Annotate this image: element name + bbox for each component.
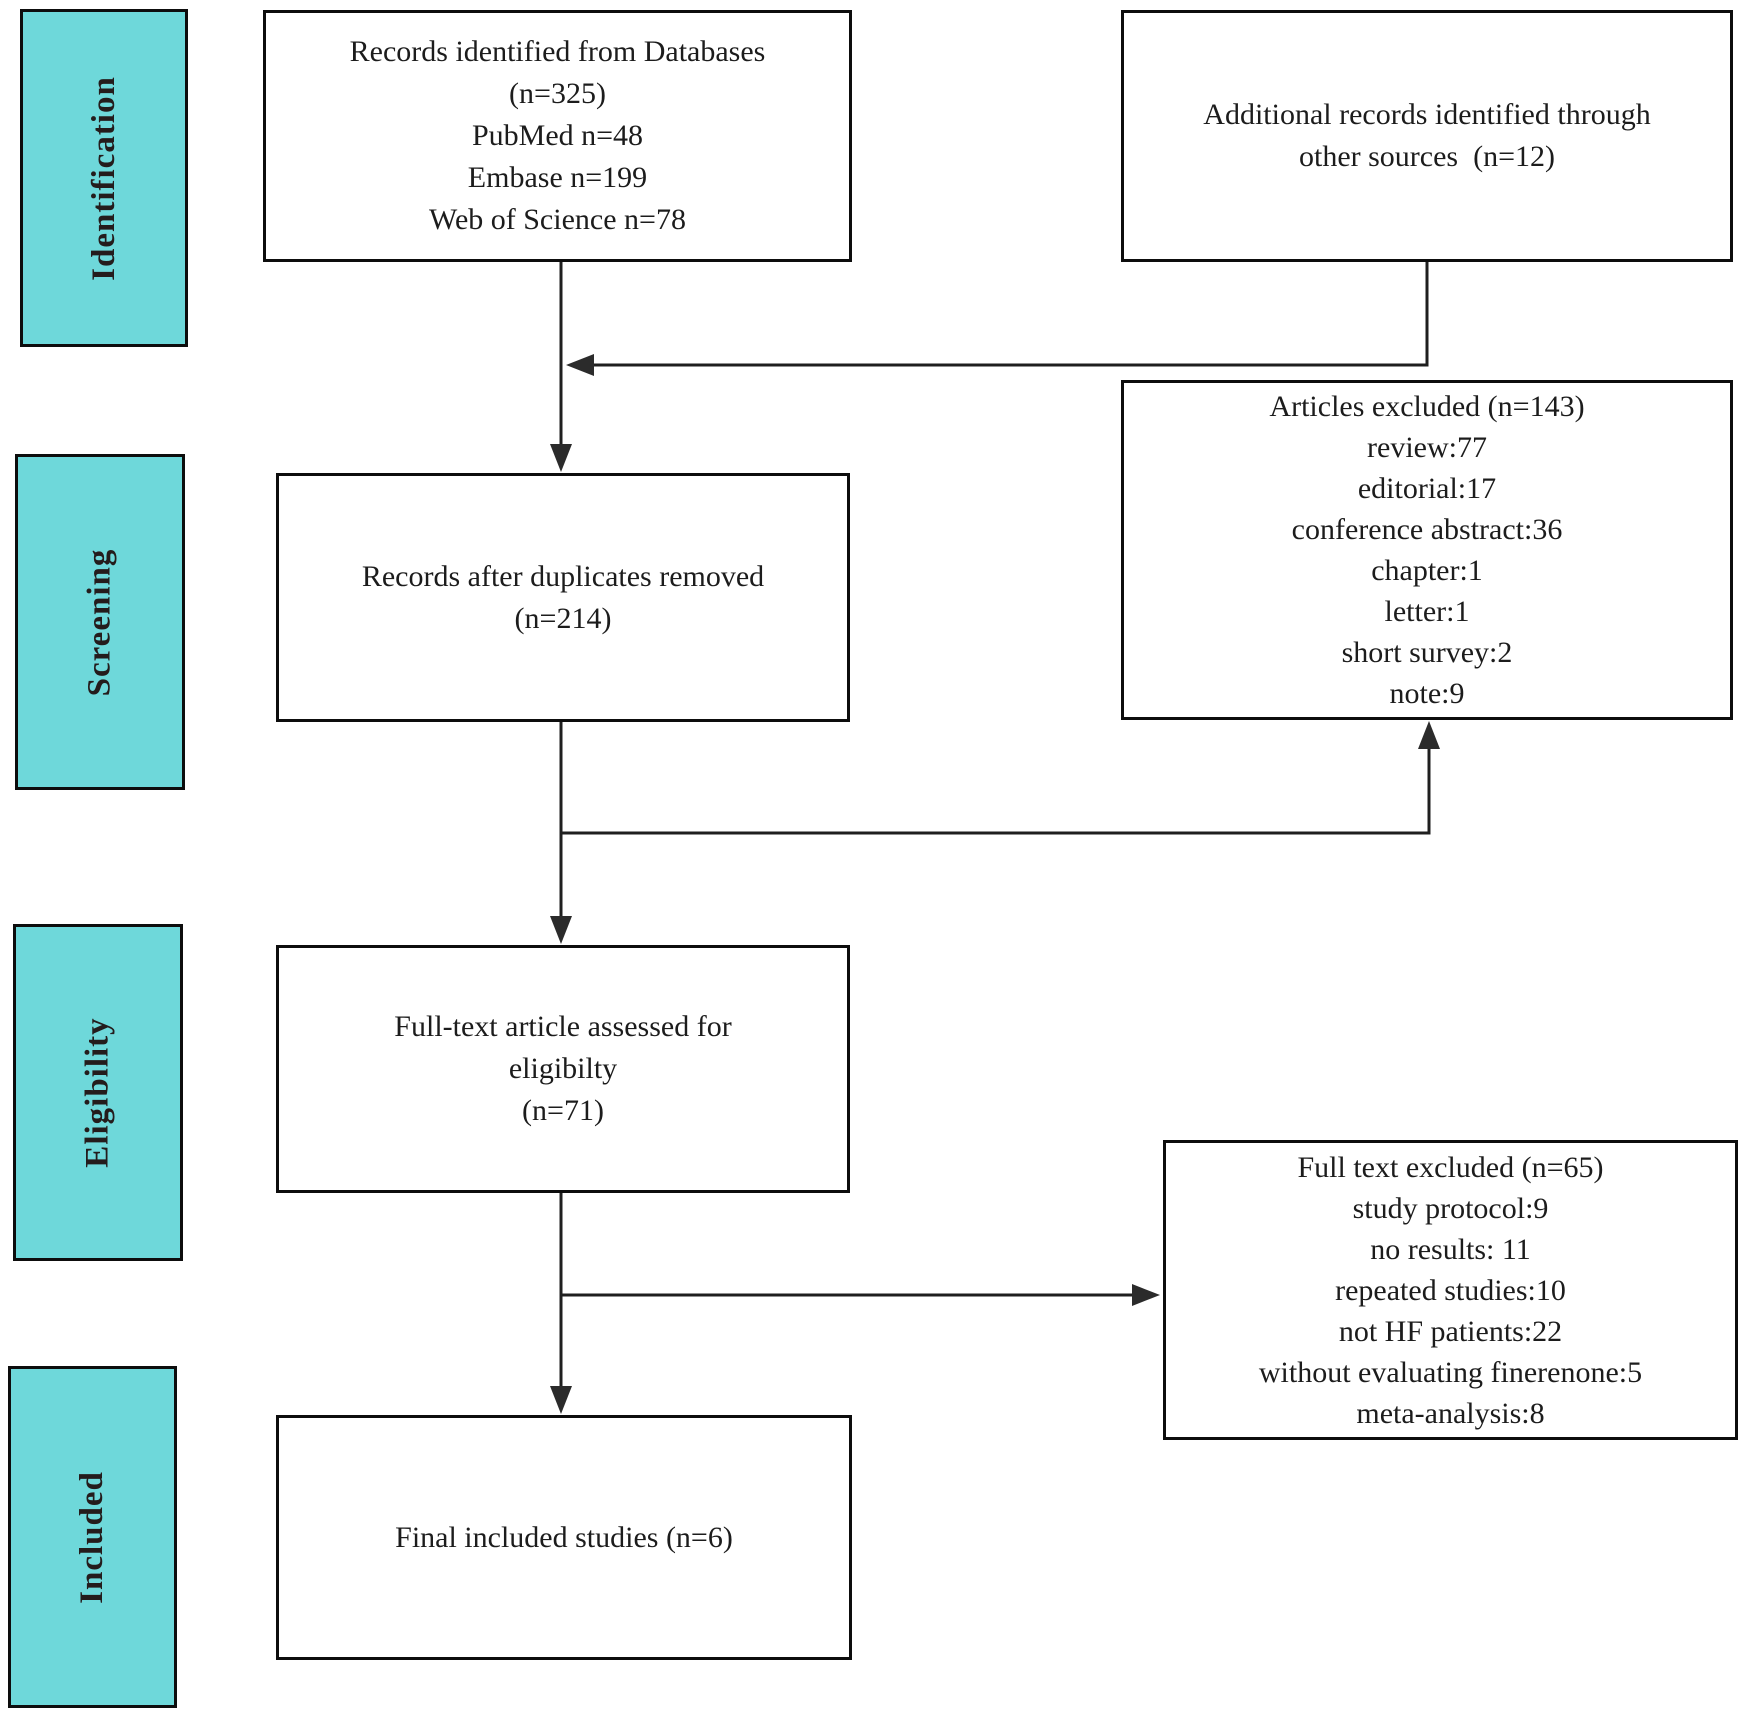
node-line: Embase n=199 [467,161,648,194]
node-line: short survey:2 [1341,636,1513,669]
node-line: study protocol:9 [1352,1191,1549,1225]
node-line: letter:1 [1384,595,1470,628]
node-line: note:9 [1389,677,1465,710]
node-line: without evaluating finerenone:5 [1258,1355,1643,1389]
node-line: other sources (n=12) [1298,140,1555,173]
node-line: editorial:17 [1357,472,1497,505]
node-line: eligibilty [508,1052,618,1085]
node-line: (n=71) [522,1094,604,1127]
node-line: Full text excluded (n=65) [1297,1150,1604,1184]
node-line: no results: 11 [1370,1232,1531,1266]
node-line: Records after duplicates removed [361,559,765,593]
node-fulltext-excluded: Full text excluded (n=65) study protocol… [1163,1140,1738,1440]
stage-eligibility: Eligibility [13,924,183,1261]
node-duplicates-removed: Records after duplicates removed (n=214) [276,473,850,722]
arrow-fulltext-to-excluded-head [1132,1284,1160,1306]
node-articles-excluded: Articles excluded (n=143) review:77 edit… [1121,380,1733,720]
stage-eligibility-label: Eligibility [79,1017,116,1168]
stage-included-label: Included [74,1470,110,1604]
node-final-included: Final included studies (n=6) [276,1415,852,1660]
node-line: Web of Science n=78 [429,203,686,236]
node-line: chapter:1 [1371,554,1483,587]
node-records-identified: Records identified from Databases (n=325… [263,10,852,262]
node-line: Full-text article assessed for [394,1010,732,1043]
node-line: Final included studies (n=6) [395,1520,733,1554]
node-line: Additional records identified through [1203,98,1651,131]
arrow-additional-to-main-line [592,262,1429,367]
node-line: (n=214) [514,601,612,635]
arrow-fulltext-to-final-head [550,1386,572,1414]
node-fulltext-assessed: Full-text article assessed for eligibilt… [276,945,850,1193]
node-line: not HF patients:22 [1338,1314,1563,1348]
node-line: PubMed n=48 [471,119,644,152]
node-line: Records identified from Databases [349,35,766,68]
stage-screening-label: Screening [81,548,118,696]
node-line: Articles excluded (n=143) [1269,390,1585,423]
stage-identification-label: Identification [85,75,122,281]
arrow-duplicates-to-excluded-line [561,747,1431,835]
node-line: meta-analysis:8 [1356,1396,1545,1430]
stage-identification: Identification [20,9,188,347]
stage-included: Included [8,1366,177,1708]
arrow-additional-to-main-head [566,354,594,376]
node-line: conference abstract:36 [1291,513,1563,546]
arrow-duplicates-to-excluded-head [1418,721,1440,749]
node-line: repeated studies:10 [1335,1273,1566,1307]
node-line: (n=325) [509,77,606,110]
arrow-duplicates-to-fulltext-head [550,916,572,944]
stage-screening: Screening [15,454,185,790]
arrow-identified-to-duplicates-head [550,444,572,472]
node-additional-records: Additional records identified through ot… [1121,10,1733,262]
node-line: review:77 [1367,431,1487,464]
